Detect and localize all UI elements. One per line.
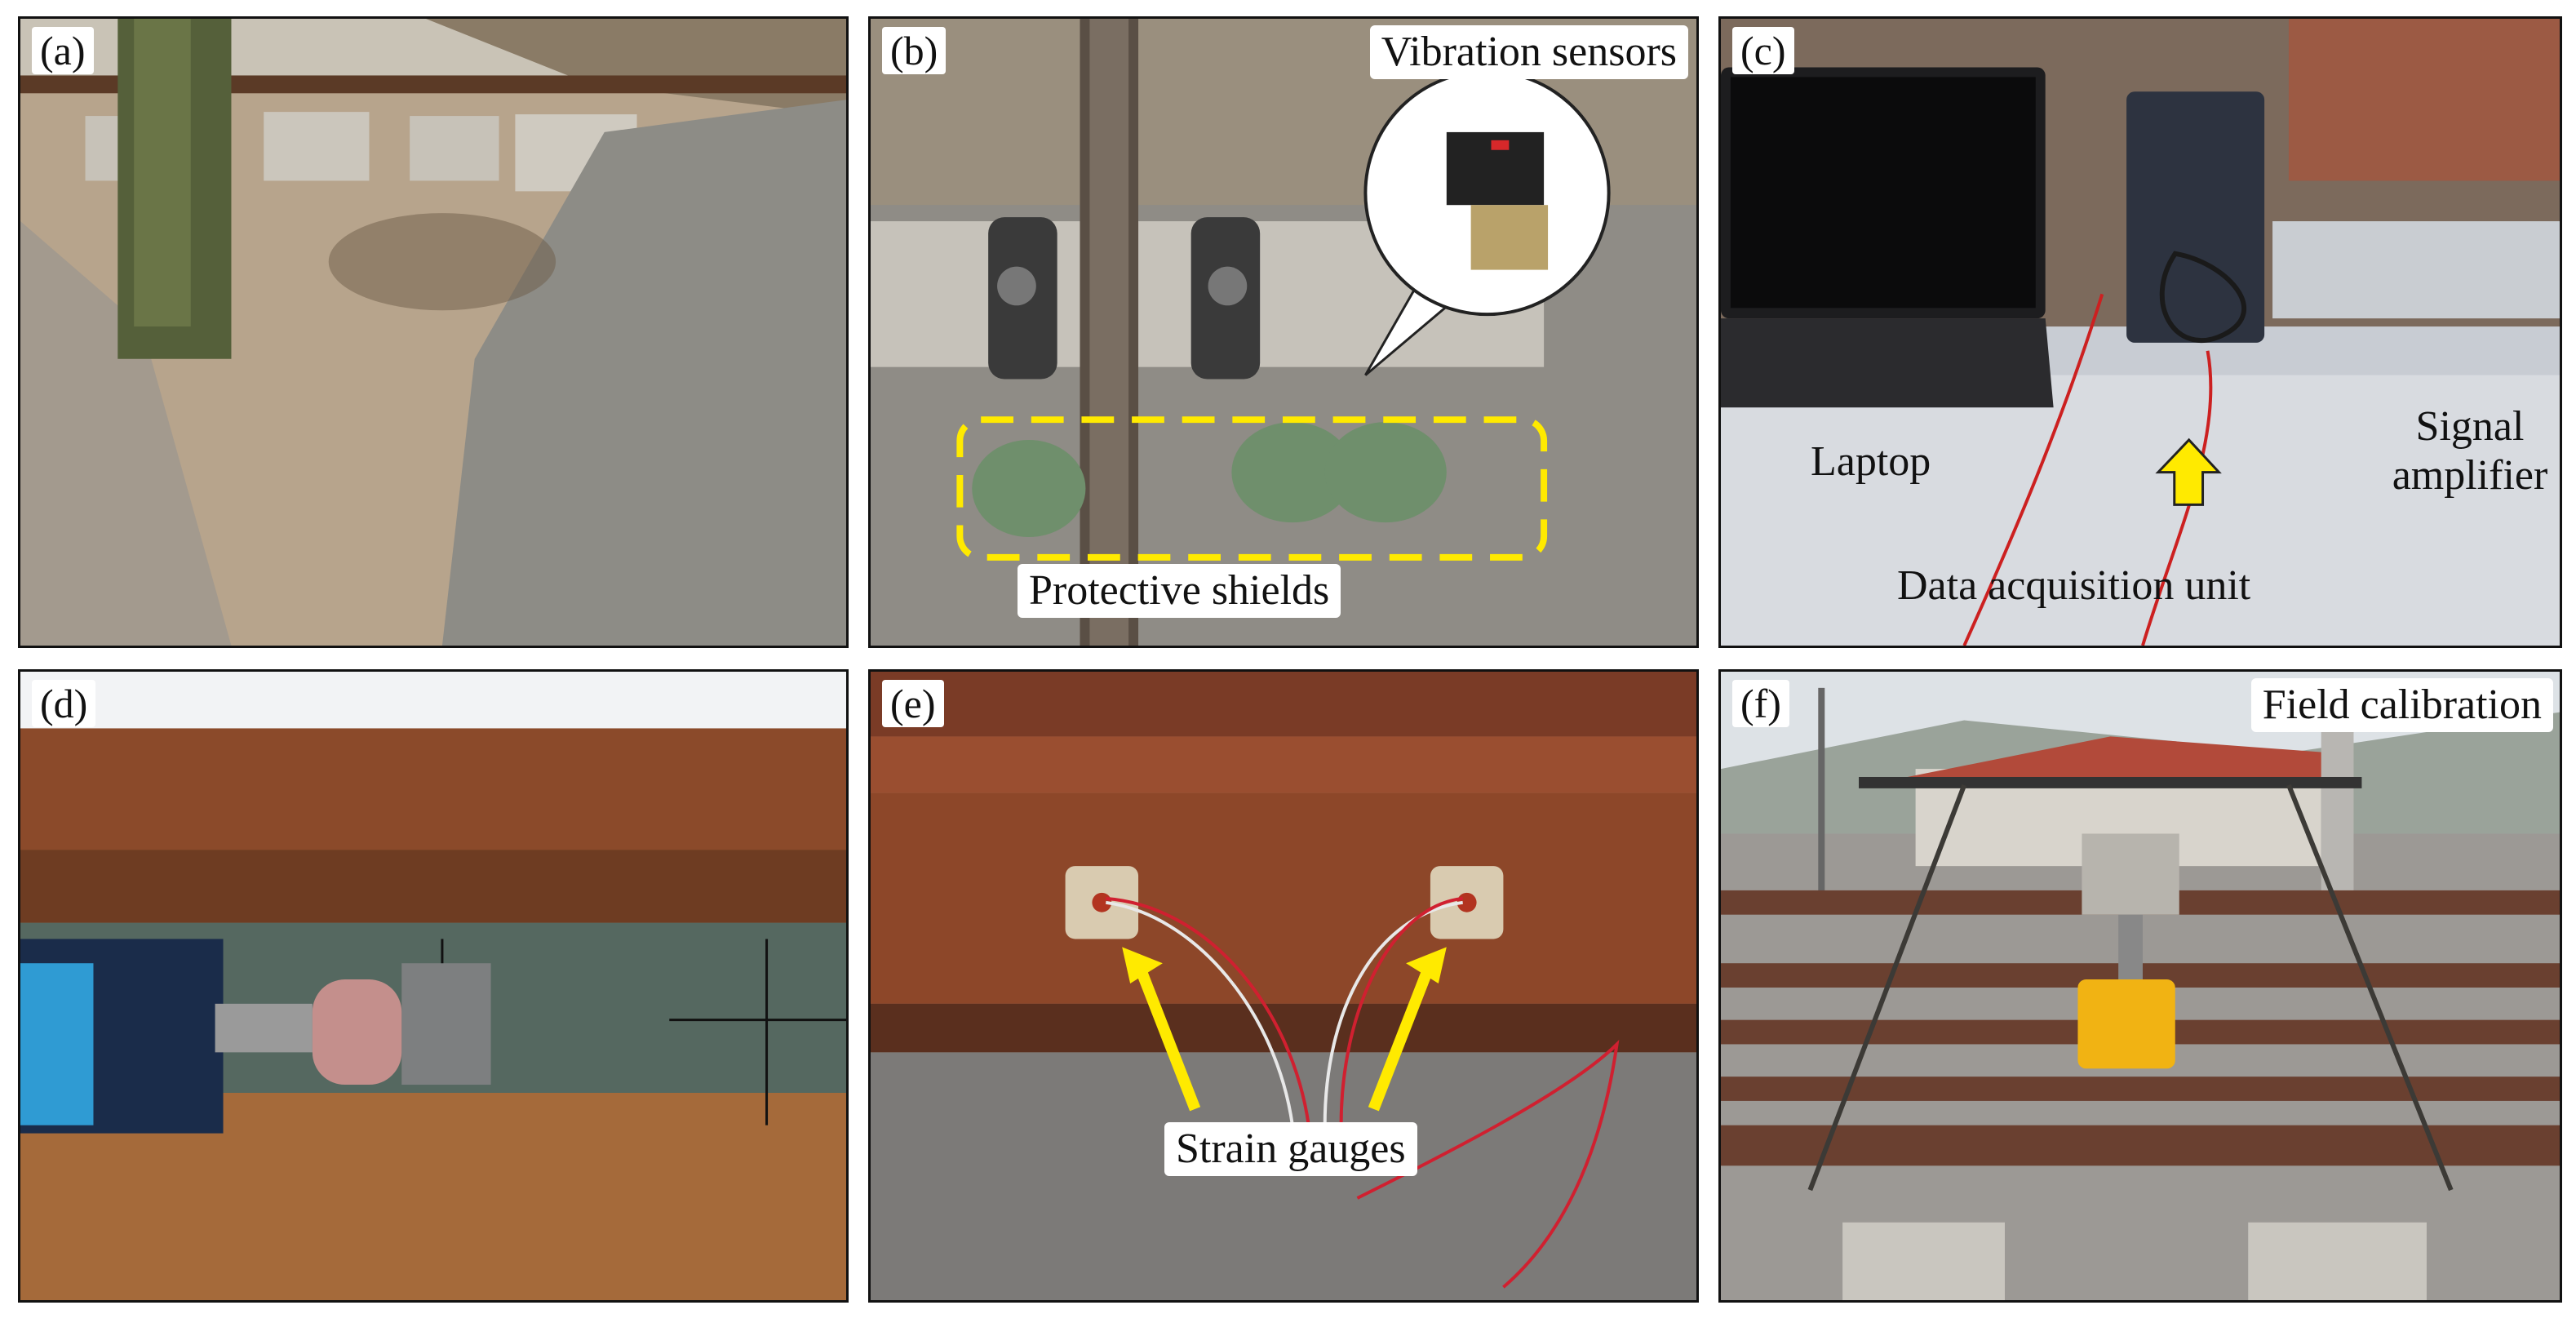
- laptop-label: Laptop: [1811, 438, 1931, 485]
- panel-f: (f) Field calibration: [1718, 669, 2562, 1303]
- photo-data-acquisition-setup: [1721, 19, 2560, 646]
- field-calibration-label: Field calibration: [2250, 678, 2553, 732]
- photo-vibration-sensors: [871, 19, 1696, 646]
- data-acquisition-unit-label: Data acquisition unit: [1897, 562, 2251, 609]
- protective-shields-label: Protective shields: [1018, 564, 1341, 618]
- vibration-sensors-label: Vibration sensors: [1369, 25, 1688, 79]
- panel-label-a: (a): [32, 27, 94, 74]
- panel-label-f: (f): [1732, 680, 1789, 727]
- panel-label-e: (e): [882, 680, 944, 727]
- strain-gauges-label: Strain gauges: [1164, 1122, 1417, 1176]
- signal-amplifier-label: Signal amplifier: [2392, 403, 2548, 499]
- panel-label-c: (c): [1732, 27, 1794, 74]
- panel-b: (b) Vibration sensors Protective shields: [868, 16, 1699, 648]
- photo-track-excavation: [20, 19, 846, 646]
- panel-d: (d): [18, 669, 849, 1303]
- panel-c: (c) Laptop Data acquisition unit Signal …: [1718, 16, 2562, 648]
- photo-rail-grinding: [20, 672, 846, 1300]
- panel-e: (e) Strain gauges: [868, 669, 1699, 1303]
- panel-a: (a): [18, 16, 849, 648]
- panel-label-d: (d): [32, 680, 96, 727]
- photo-field-calibration: [1721, 672, 2560, 1300]
- photo-strain-gauges: [871, 672, 1696, 1300]
- panel-label-b: (b): [882, 27, 947, 74]
